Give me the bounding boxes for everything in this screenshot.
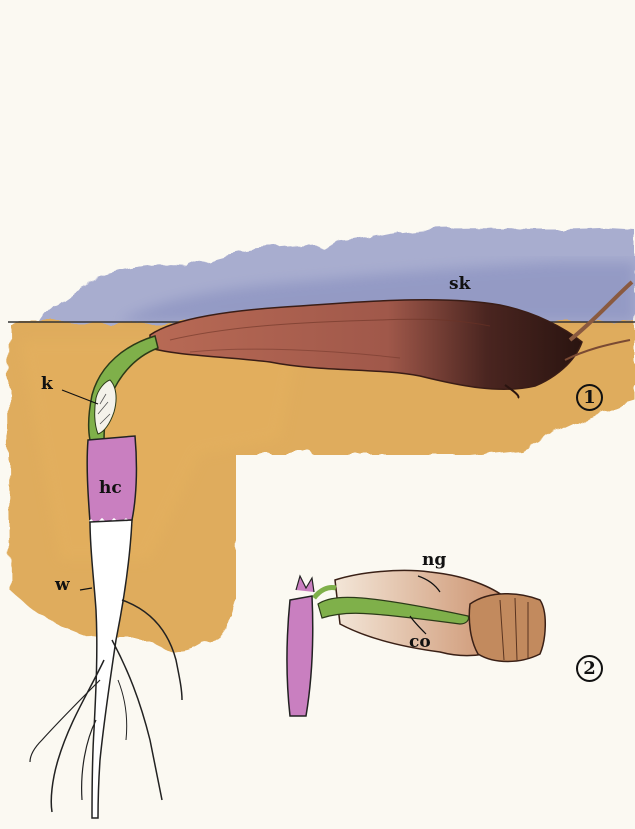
label-w: w [55, 577, 70, 594]
figure-number-1: 1 [576, 384, 603, 411]
label-hc: hc [99, 480, 122, 497]
figure-number-2: 2 [576, 655, 603, 682]
label-sk: sk [449, 276, 470, 293]
label-ng: ng [422, 552, 446, 569]
label-co: co [409, 634, 431, 651]
label-k: k [41, 376, 53, 393]
